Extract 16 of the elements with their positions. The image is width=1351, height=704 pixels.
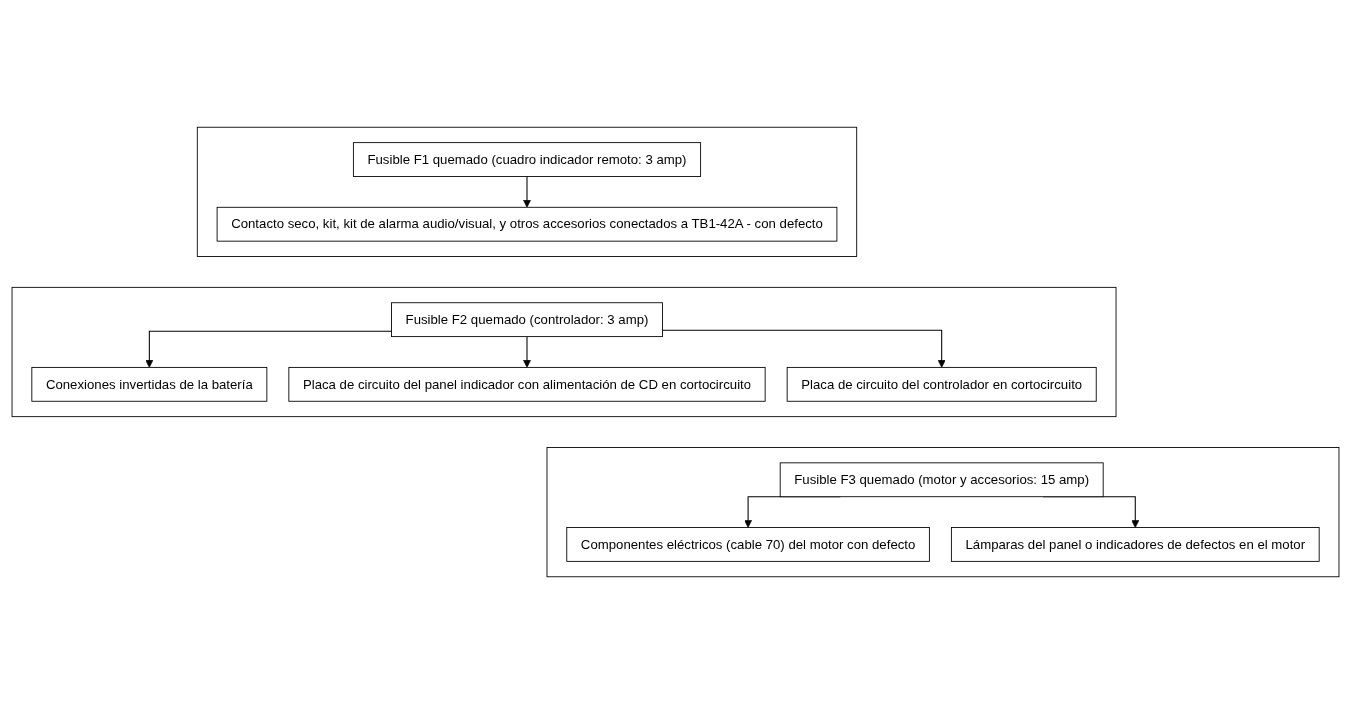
node-box: Conexiones invertidas de la batería [31, 366, 268, 402]
cluster [11, 286, 1117, 418]
arrow [145, 330, 393, 368]
cluster [196, 126, 858, 257]
node-box: Fusible F1 quemado (cuadro indicador remoto: 3 amp) [352, 142, 702, 177]
node-box: Placa de circuito del controlador en cortocircuito [786, 366, 1097, 402]
cluster [546, 447, 1340, 578]
node-box: Componentes eléctricos (cable 70) del motor con defecto [566, 527, 930, 562]
node-box: Lámparas del panel o indicadores de defectos en el motor [950, 527, 1320, 562]
node-box: Fusible F2 quemado (controlador: 3 amp) [391, 302, 663, 338]
node-box: Contacto seco, kit, kit de alarma audio/visual, y otros accesorios conectados a TB1-42A - con defecto [216, 206, 838, 242]
node-box: Fusible F3 quemado (motor y accesorios: 15 amp) [779, 462, 1104, 498]
arrow [523, 175, 531, 208]
arrow [661, 329, 946, 368]
node-box: Placa de circuito del panel indicador con alimentación de CD en cortocircuito [288, 366, 766, 402]
arrow [523, 336, 531, 368]
